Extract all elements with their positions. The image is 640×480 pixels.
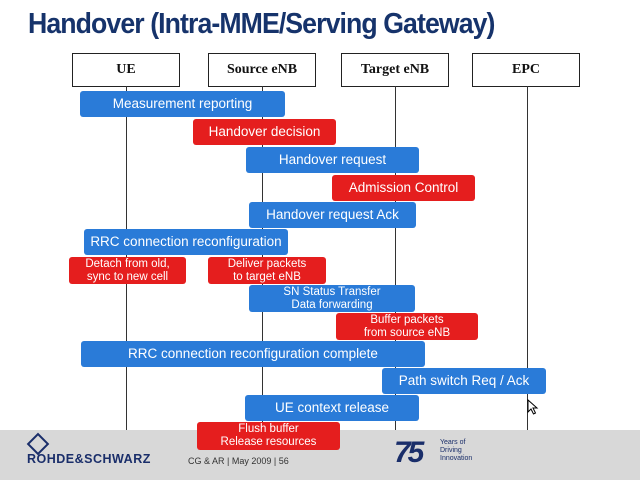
anniversary-text: Years of Driving Innovation <box>440 439 490 463</box>
step-buffer-packets: Buffer packets from source eNB <box>336 313 478 340</box>
step-detach-sync: Detach from old, sync to new cell <box>69 257 186 284</box>
anniversary-line2: Driving <box>440 447 462 454</box>
step-deliver-packets: Deliver packets to target eNB <box>208 257 326 284</box>
step-ue-context-release: UE context release <box>245 395 419 421</box>
step-sn-status-line2: Data forwarding <box>291 298 373 311</box>
company-logo-text: ROHDE&SCHWARZ <box>27 452 151 466</box>
step-buffer-line2: from source eNB <box>363 326 451 339</box>
actor-ue: UE <box>72 53 180 87</box>
step-flush-line1: Flush buffer <box>238 423 299 436</box>
step-detach-line2: sync to new cell <box>86 270 169 283</box>
step-path-switch: Path switch Req / Ack <box>382 368 546 394</box>
actor-target-enb: Target eNB <box>341 53 449 87</box>
step-flush-line2: Release resources <box>220 436 317 448</box>
anniversary-number: 75 <box>394 436 424 469</box>
step-measurement-reporting: Measurement reporting <box>80 91 285 117</box>
mouse-pointer-icon <box>527 399 539 415</box>
anniversary-line1: Years of <box>440 439 466 446</box>
step-deliver-line1: Deliver packets <box>227 257 307 270</box>
page-title: Handover (Intra-MME/Serving Gateway) <box>28 8 495 40</box>
step-sn-status-line1: SN Status Transfer <box>283 285 381 298</box>
anniversary-line3: Innovation <box>440 455 473 462</box>
step-deliver-line2: to target eNB <box>233 270 301 283</box>
lifeline-epc <box>527 86 528 430</box>
step-buffer-line1: Buffer packets <box>370 313 444 326</box>
step-admission-control: Admission Control <box>332 175 475 201</box>
step-handover-request: Handover request <box>246 147 419 173</box>
footer-info: CG & AR | May 2009 | 56 <box>188 456 289 466</box>
step-flush-buffer: Flush buffer Release resources <box>197 422 340 450</box>
step-sn-status-transfer: SN Status Transfer Data forwarding <box>249 285 415 312</box>
step-rrc-complete: RRC connection reconfiguration complete <box>81 341 425 367</box>
step-handover-request-ack: Handover request Ack <box>249 202 416 228</box>
actor-epc: EPC <box>472 53 580 87</box>
step-detach-line1: Detach from old, <box>85 257 170 270</box>
actor-source-enb: Source eNB <box>208 53 316 87</box>
lifeline-target-enb <box>395 86 396 430</box>
step-handover-decision: Handover decision <box>193 119 336 145</box>
step-rrc-reconfiguration: RRC connection reconfiguration <box>84 229 288 255</box>
